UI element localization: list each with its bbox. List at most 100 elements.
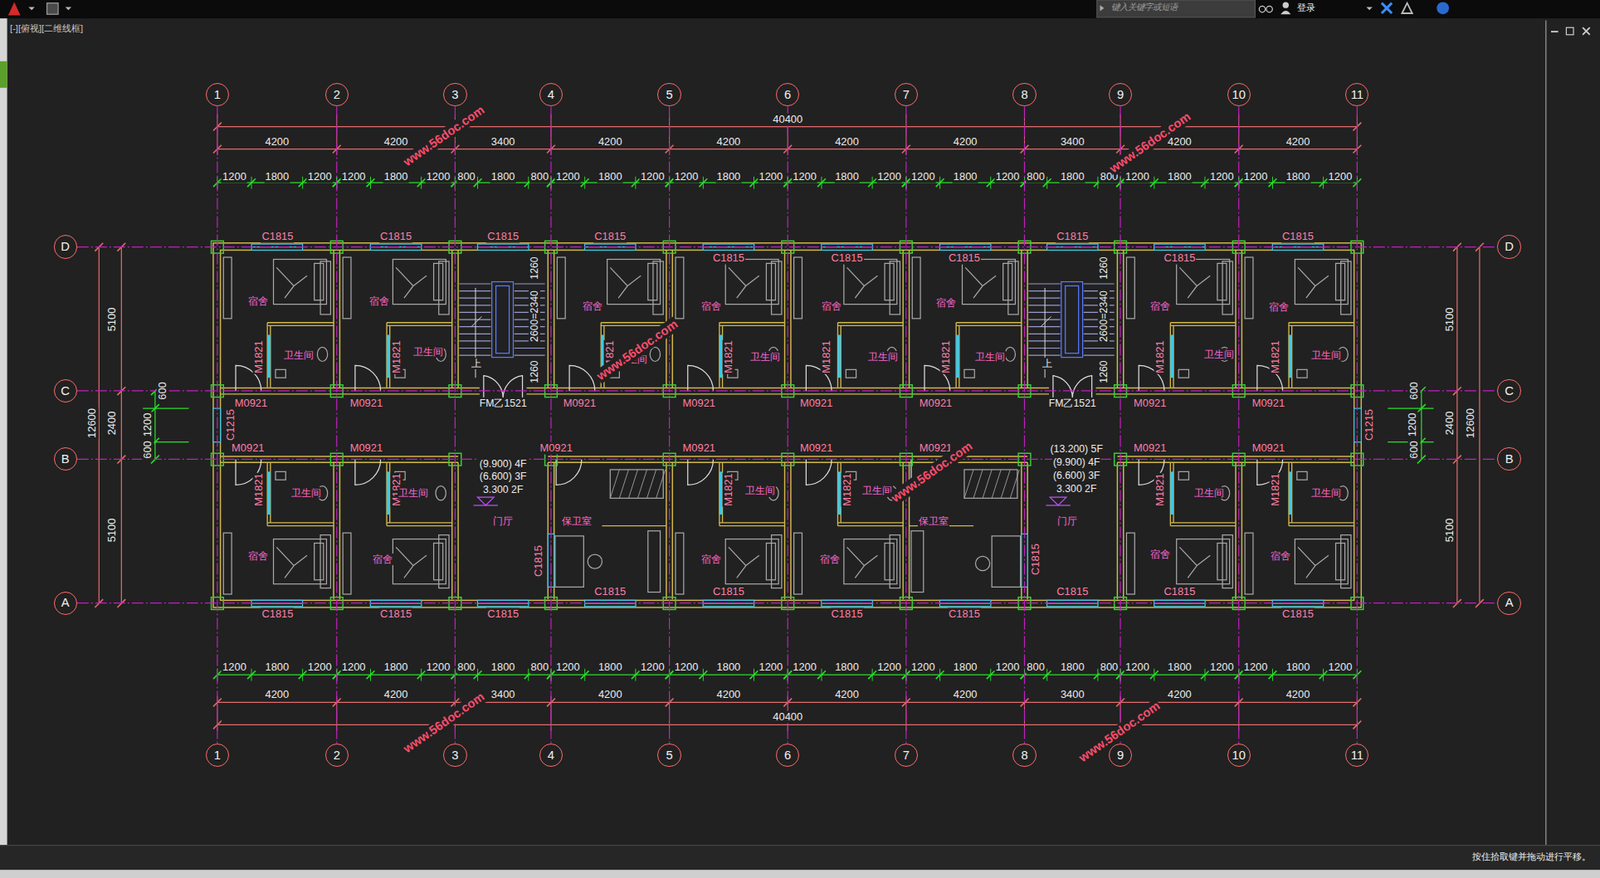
dimension-text: 1200 [555,661,581,674]
room-name: 宿舍 [820,300,843,313]
cross-wall [547,249,549,388]
cross-wall [1020,249,1022,388]
axis-number: 2 [333,88,341,102]
bathroom-wall [267,521,334,523]
grid-axis-line [550,106,552,743]
opening-tag: M0921 [562,396,597,410]
stair-tread [458,282,491,284]
bathroom-wall [600,321,667,323]
cross-wall [451,249,453,388]
dimension-text: 1800 [490,170,517,183]
axis-line-stroke [1238,106,1240,743]
status-bar-border [0,844,1600,846]
opening-tag: M1821 [722,340,736,375]
grid-axis-line [454,106,456,743]
bed [843,539,898,585]
dimension-text: 4200 [263,688,290,702]
bathroom-wall [956,321,1022,323]
annotation: [-][俯视][二维线框] [9,23,84,35]
dimension-text: 1200 [995,661,1021,674]
bed [273,539,327,585]
window-glass [251,602,303,604]
cross-wall [457,462,459,600]
title-bar [0,0,1600,19]
dimension-text: 40400 [771,112,804,126]
bathroom-wall [719,525,786,527]
annotation: 1260 [528,359,541,384]
axis-bubble: B [53,447,78,471]
cabinet [320,261,331,315]
dimension-text: 1800 [1285,170,1312,183]
axis-bubble: 7 [894,743,918,767]
bathroom-door [386,335,391,379]
dim-tick [1150,670,1159,679]
axis-bubble: B [1497,447,1521,471]
user-icon [1280,10,1291,15]
opening-tag: C1815 [1055,230,1089,244]
hatched-furniture [609,469,664,498]
axis-number: A [61,596,70,610]
stair-tread [1028,318,1060,320]
cross-wall [1122,249,1124,388]
dimension-text: 5100 [1443,517,1457,544]
menu-arrow [65,7,72,11]
hatch-line [619,469,629,498]
room-name: 门厅 [1056,515,1079,527]
window-glass [251,246,303,248]
dim-tick [817,670,826,679]
room-name: 保卫室 [560,515,593,527]
axis-line-stroke [336,106,337,743]
bed-sheet [1179,546,1210,578]
cross-wall [1234,462,1236,600]
bathroom-door [956,335,960,379]
grid-axis-line [787,106,789,743]
cabinet [1341,535,1352,589]
bed-sheet [609,267,641,298]
stair-tread [1028,326,1060,327]
room-name: 卫生间 [397,487,430,499]
axis-number: 7 [902,88,910,102]
bathroom-wall [386,525,453,527]
axis-number: 4 [547,88,555,102]
axis-number: C [60,385,70,398]
cross-wall [451,462,453,600]
door-swing [556,459,582,486]
dim-tick [750,670,759,679]
opening-tag: C1815 [1162,585,1196,599]
dim-tick [1319,670,1328,679]
dimension-text: 2400 [106,410,119,437]
room-name: 宿舍 [1149,548,1171,561]
annotation: 3.300 2F [1055,482,1098,495]
hatch-line [656,469,666,498]
room-name: 宿舍 [247,550,269,562]
restore-button [1565,27,1574,35]
bed-sheet [847,546,879,578]
dim-tick [868,670,877,679]
room-name: 宿舍 [1268,301,1290,313]
annotation: (9.900) 4F [1052,456,1102,469]
axis-bubble: 6 [775,743,800,767]
dimension-text: 800 [530,170,551,183]
menu-arrow [28,7,35,11]
dimension-line [121,247,122,604]
dimension-text: 4200 [952,688,979,702]
stair-tread [1028,290,1060,292]
dim-tick [298,670,308,679]
axis-line-stroke [787,106,789,743]
window-c1815 [251,243,303,250]
bed [392,258,446,304]
bathroom-door [1288,335,1293,379]
annotation: 上 [1041,357,1054,370]
shelf [911,531,924,593]
dimension-text: 1200 [1209,661,1235,674]
dim-tick [366,178,376,187]
room-name: 宿舍 [700,300,722,313]
bathroom-wall [600,325,667,327]
opening-tag: C1815 [260,230,294,244]
dimension-text: 1800 [383,170,410,183]
opening-tag: M0921 [918,396,953,410]
opening-tag: M1821 [253,340,266,375]
dim-tick [247,178,256,187]
dimension-text: 600 [156,380,169,401]
axis-bubble: 10 [1227,82,1251,107]
